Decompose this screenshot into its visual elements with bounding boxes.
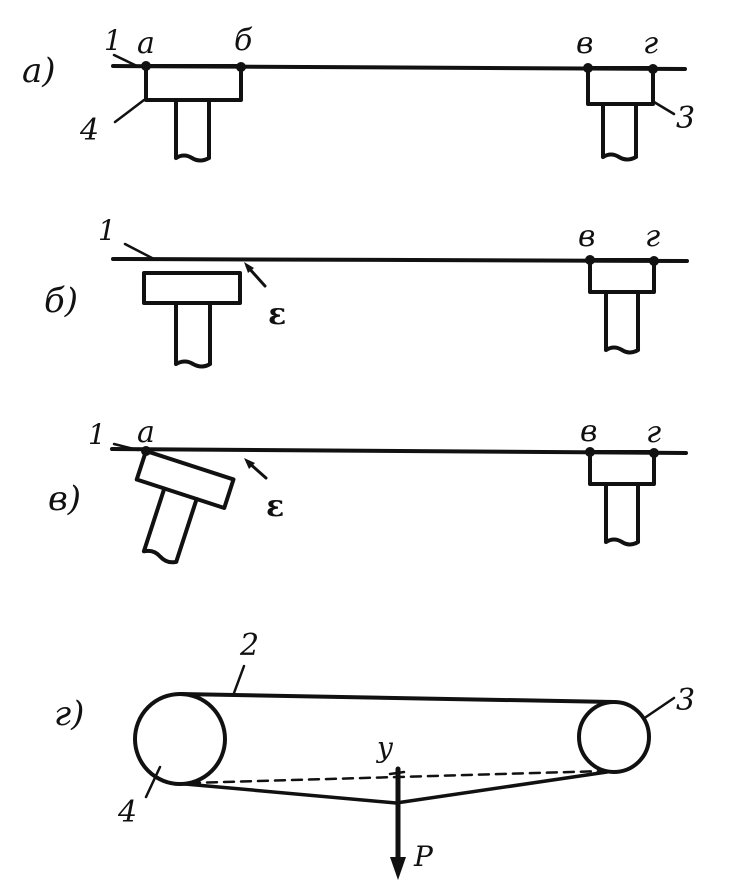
panel-v-tilted-pulley-hub [134, 449, 236, 510]
panel-a-point-v [583, 63, 593, 73]
panel-a-left-pulley-shaft [174, 98, 211, 163]
panel-v-right-pulley-hub [588, 450, 656, 486]
panel-a-leader-right-bracket [652, 100, 676, 116]
panel-b-label-gap: ε [268, 297, 286, 332]
panel-g-label-force: P [413, 840, 434, 873]
panel-a-point-a-label: а [137, 26, 155, 61]
panel-a-point-g-label: г [643, 26, 658, 61]
panel-a: а) 1 а б в г 4 3 [22, 23, 695, 163]
panel-b-point-g [649, 256, 659, 266]
panel-a-point-b [236, 62, 246, 72]
panel-g-belt-upper-span [178, 692, 616, 704]
panel-g-label-deflection: y [375, 731, 394, 764]
panel-b-gap-arrowhead [244, 262, 254, 273]
panel-g-label-right-pulley: 3 [676, 683, 695, 718]
panel-a-label-left-bracket: 4 [79, 113, 99, 148]
panel-a-point-b-label: б [234, 23, 253, 58]
panel-b-right-pulley-shaft [604, 290, 640, 355]
panel-b: б) 1 в г ε [44, 214, 689, 369]
panel-g: г) 2 y P 3 4 [54, 628, 695, 880]
panel-v-tilted-pulley-shaft [141, 486, 199, 565]
panel-a-marker: а) [22, 51, 56, 91]
panel-g-right-pulley [577, 700, 651, 774]
panel-b-label-line: 1 [98, 214, 116, 247]
panel-b-point-v [585, 255, 595, 265]
panel-v-point-v-label: в [580, 414, 597, 449]
panel-b-left-pulley-shaft [174, 301, 212, 369]
panel-a-label-right-bracket: 3 [676, 101, 695, 136]
panel-g-force-arrowhead [390, 857, 406, 880]
panel-g-leader-belt [232, 664, 246, 695]
panel-v-label-line: 1 [88, 418, 106, 451]
panel-v-point-a-label: а [137, 415, 155, 450]
panel-v-tilted-pulley [134, 449, 236, 565]
panel-g-deflection-tick [388, 770, 406, 776]
panel-g-leader-right-pulley [644, 696, 676, 719]
panel-g-leader-left-pulley [144, 765, 162, 799]
panel-a-point-a [141, 61, 151, 71]
panel-g-marker: г) [54, 694, 84, 734]
panel-v: в) 1 а в г ε [48, 414, 688, 565]
panel-a-point-v-label: в [576, 26, 593, 61]
panel-v-point-g-label: г [646, 415, 661, 450]
panel-b-point-g-label: г [645, 219, 660, 254]
panel-v-point-g [649, 448, 659, 458]
panel-v-point-a [141, 446, 151, 456]
panel-a-right-pulley-hub [586, 66, 655, 106]
panel-v-marker: в) [48, 479, 81, 519]
panel-b-leader-line [123, 242, 154, 260]
panel-b-point-v-label: в [578, 219, 595, 254]
panel-a-right-pulley-shaft [601, 102, 638, 162]
panel-a-label-line: 1 [104, 24, 122, 57]
panel-b-marker: б) [44, 281, 78, 321]
panel-g-label-left-pulley: 4 [117, 795, 137, 830]
panel-g-label-belt: 2 [239, 628, 259, 663]
panel-v-gap-arrowhead [244, 458, 255, 469]
panel-v-point-v [585, 447, 595, 457]
panel-v-right-pulley-shaft [604, 482, 640, 547]
panel-g-left-pulley [133, 692, 227, 786]
panel-a-left-pulley-hub [144, 64, 243, 102]
panel-a-point-g [648, 64, 658, 74]
panel-v-label-gap: ε [266, 489, 284, 524]
panel-a-leader-left-bracket [113, 98, 146, 124]
panel-b-right-pulley-hub [588, 258, 656, 294]
panel-b-left-pulley-hub [142, 271, 242, 305]
